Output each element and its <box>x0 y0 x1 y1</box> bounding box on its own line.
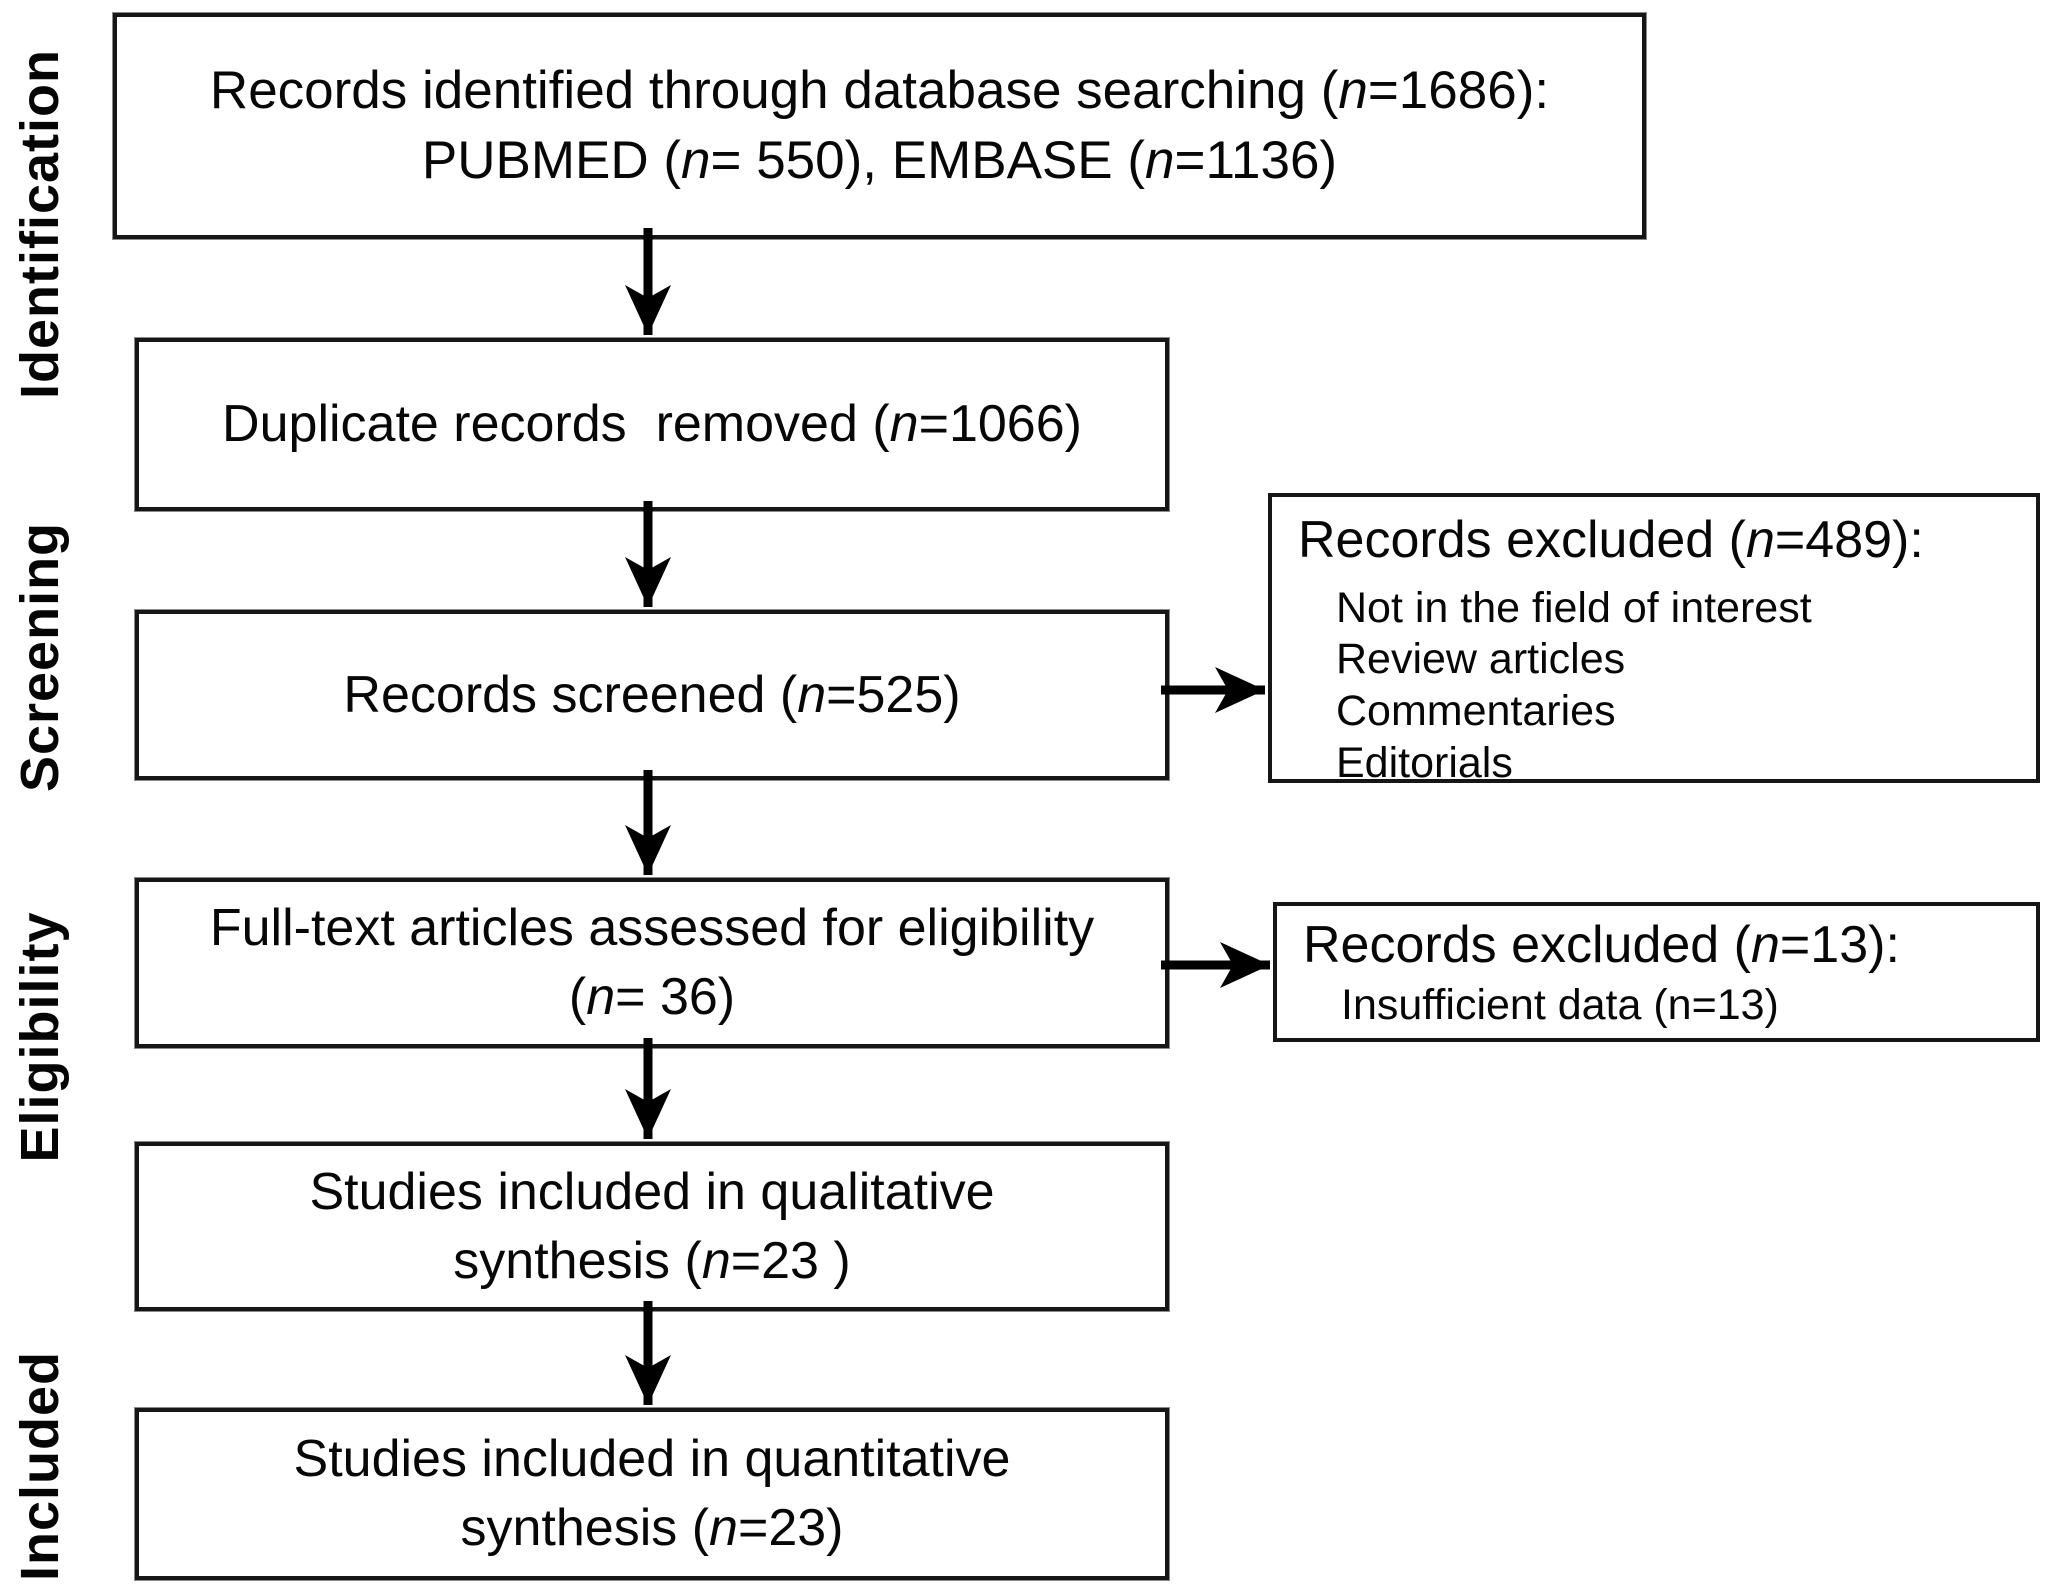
text-segment: =525) <box>826 665 961 724</box>
box-quantitative-synthesis-line2: synthesis (n=23) <box>461 1494 844 1563</box>
box-qualitative-synthesis-line1: Studies included in qualitative <box>309 1162 995 1221</box>
text-segment: =13): <box>1779 916 1900 974</box>
box-duplicates-removed: Duplicate records removed (n=1066) <box>135 338 1169 511</box>
text-segment: =1686): <box>1367 61 1550 121</box>
exclusion-reason: Editorials <box>1336 738 1513 787</box>
box-qualitative-synthesis: Studies included in qualitative synthesi… <box>135 1142 1169 1311</box>
box-fulltext-assessed-line1: Full-text articles assessed for eligibil… <box>209 899 1095 958</box>
text-segment: =1066) <box>918 395 1082 454</box>
box-records-identified-line1: Records identified through database sear… <box>210 56 1549 126</box>
exclusion-reason: Not in the field of interest <box>1336 583 1812 632</box>
text-segment: Records screened ( <box>343 665 798 724</box>
box-quantitative-synthesis: Studies included in quantitative synthes… <box>135 1408 1169 1580</box>
text-segment-n: n <box>797 665 827 724</box>
text-segment: ( <box>568 968 587 1026</box>
sidebox-screening-reasons: Not in the field of interest Review arti… <box>1272 571 2036 789</box>
text-segment: = 36) <box>615 968 736 1026</box>
exclusion-reason: Commentaries <box>1336 686 1616 735</box>
text-segment: synthesis ( <box>460 1499 710 1557</box>
text-segment: =1136) <box>1174 131 1338 190</box>
text-segment-n: n <box>1751 916 1780 974</box>
stage-label-identification: Identification <box>10 49 70 399</box>
box-fulltext-assessed-line2: (n= 36) <box>569 963 735 1032</box>
text-segment: Records excluded ( <box>1298 511 1746 569</box>
stage-label-included: Included <box>10 1350 70 1582</box>
text-segment: =489): <box>1774 511 1924 569</box>
sidebox-eligibility-reasons: Insufficient data (n=13) <box>1277 976 2036 1032</box>
text-segment-n: n <box>889 395 919 454</box>
text-segment-n: n <box>709 1499 738 1557</box>
box-records-screened: Records screened (n=525) <box>135 610 1169 780</box>
box-records-identified-line2: PUBMED (n= 550), EMBASE (n=1136) <box>422 126 1337 196</box>
text-segment-n: n <box>1746 511 1775 569</box>
box-fulltext-assessed: Full-text articles assessed for eligibil… <box>135 878 1169 1048</box>
text-segment-n: n <box>1145 131 1175 190</box>
text-segment: Records identified through database sear… <box>209 61 1339 121</box>
box-records-screened-line1: Records screened (n=525) <box>343 661 960 730</box>
text-segment: PUBMED ( <box>421 131 682 190</box>
text-segment-n: n <box>701 1231 731 1290</box>
box-duplicates-removed-line1: Duplicate records removed (n=1066) <box>222 390 1082 459</box>
text-segment: Records excluded ( <box>1303 916 1751 974</box>
stage-label-screening: Screening <box>10 521 70 793</box>
exclusion-reason: Insufficient data (n=13) <box>1341 980 1779 1029</box>
sidebox-screening-title: Records excluded (n=489): <box>1272 497 2036 571</box>
text-segment: Duplicate records removed ( <box>222 395 890 454</box>
exclusion-reason: Review articles <box>1336 635 1626 684</box>
sidebox-records-excluded-eligibility: Records excluded (n=13): Insufficient da… <box>1273 902 2040 1042</box>
text-segment: = 550), EMBASE ( <box>710 131 1146 190</box>
text-segment: =23 ) <box>730 1231 851 1290</box>
text-segment: =23) <box>737 1499 844 1557</box>
box-quantitative-synthesis-line1: Studies included in quantitative <box>293 1430 1011 1489</box>
box-records-identified: Records identified through database sear… <box>113 13 1646 239</box>
sidebox-eligibility-title: Records excluded (n=13): <box>1277 906 2036 976</box>
text-segment-n: n <box>586 968 616 1026</box>
box-qualitative-synthesis-line2: synthesis (n=23 ) <box>453 1227 850 1296</box>
sidebox-records-excluded-screening: Records excluded (n=489): Not in the fie… <box>1268 493 2040 787</box>
stage-label-eligibility: Eligibility <box>10 911 70 1163</box>
text-segment-n: n <box>1338 61 1368 121</box>
text-segment: synthesis ( <box>453 1231 702 1290</box>
text-segment-n: n <box>681 131 711 190</box>
